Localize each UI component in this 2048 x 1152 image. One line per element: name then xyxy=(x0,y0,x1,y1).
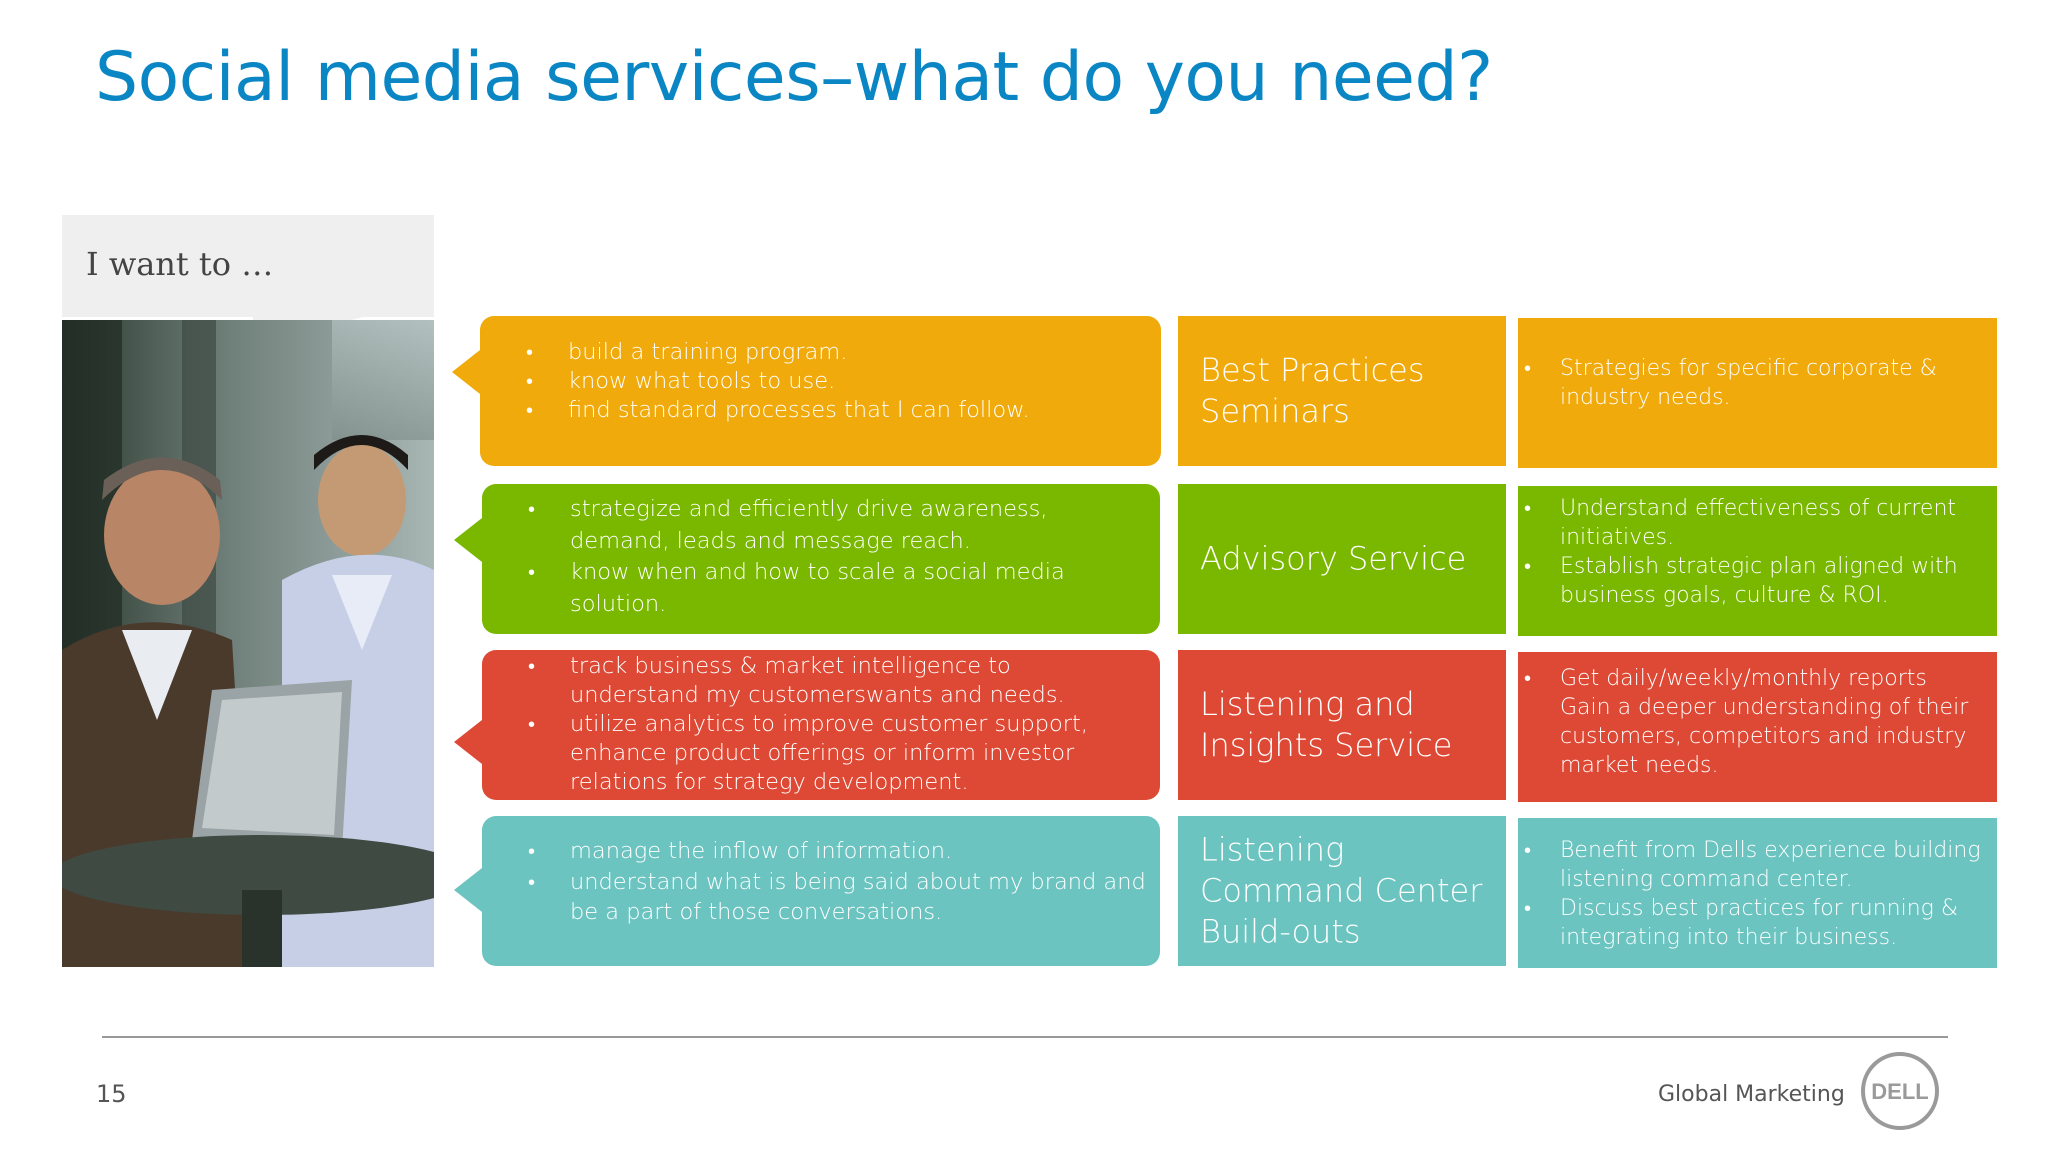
footer-label: Global Marketing xyxy=(1658,1082,1845,1107)
details-card-1: Strategies for specific corporate & indu… xyxy=(1518,318,1997,468)
needs-list: strategize and efficiently drive awarene… xyxy=(528,494,1146,620)
service-card-4: Listening Command Center Build-outs xyxy=(1178,816,1506,966)
needs-card-3: track business & market intelligence to … xyxy=(454,650,1160,800)
needs-list: manage the inflow of information. unders… xyxy=(528,836,1146,928)
needs-card-tail xyxy=(454,868,482,912)
needs-list: track business & market intelligence to … xyxy=(528,652,1146,797)
service-card-2: Advisory Service xyxy=(1178,484,1506,634)
speech-bubble-label: I want to … xyxy=(86,245,274,283)
list-item: know when and how to scale a social medi… xyxy=(528,557,1146,620)
needs-card-tail xyxy=(452,350,480,394)
service-name: Listening and Insights Service xyxy=(1200,685,1453,764)
list-item: Understand effectiveness of current init… xyxy=(1524,494,1983,552)
details-list: Understand effectiveness of current init… xyxy=(1524,494,1983,610)
page-number: 15 xyxy=(96,1080,127,1108)
page-title: Social media services–what do you need? xyxy=(95,38,1493,117)
list-item: build a training program. xyxy=(526,338,1147,367)
needs-card-tail xyxy=(454,518,482,562)
footer-divider xyxy=(102,1036,1948,1038)
service-card-3: Listening and Insights Service xyxy=(1178,650,1506,800)
list-item: Benefit from Dells experience building l… xyxy=(1524,836,1983,894)
details-list: Get daily/weekly/monthly reports Gain a … xyxy=(1524,664,1983,780)
svg-text:DELL: DELL xyxy=(1871,1079,1928,1104)
list-item: find standard processes that I can follo… xyxy=(526,396,1147,425)
business-people-photo xyxy=(62,320,434,967)
service-name: Listening Command Center Build-outs xyxy=(1200,830,1483,951)
list-item: Get daily/weekly/monthly reports Gain a … xyxy=(1524,664,1983,780)
list-item: strategize and efficiently drive awarene… xyxy=(528,494,1146,557)
needs-list: build a training program. know what tool… xyxy=(526,338,1147,425)
needs-card-4: manage the inflow of information. unders… xyxy=(454,816,1160,966)
details-card-2: Understand effectiveness of current init… xyxy=(1518,486,1997,636)
service-card-1: Best Practices Seminars xyxy=(1178,316,1506,466)
list-item: Discuss best practices for running & int… xyxy=(1524,894,1983,952)
list-item: understand what is being said about my b… xyxy=(528,867,1146,928)
needs-card-2: strategize and efficiently drive awarene… xyxy=(454,484,1160,634)
service-name: Advisory Service xyxy=(1200,539,1467,578)
list-item: track business & market intelligence to … xyxy=(528,652,1146,710)
list-item: know what tools to use. xyxy=(526,367,1147,396)
list-item: utilize analytics to improve customer su… xyxy=(528,710,1146,797)
needs-card-tail xyxy=(454,720,482,764)
needs-card-1: build a training program. know what tool… xyxy=(452,316,1161,466)
dell-logo: DELL xyxy=(1860,1051,1940,1131)
list-item: Strategies for specific corporate & indu… xyxy=(1524,354,1983,412)
details-card-3: Get daily/weekly/monthly reports Gain a … xyxy=(1518,652,1997,802)
list-item: Establish strategic plan aligned with bu… xyxy=(1524,552,1983,610)
details-list: Benefit from Dells experience building l… xyxy=(1524,836,1983,952)
service-name: Best Practices Seminars xyxy=(1200,351,1425,430)
speech-bubble: I want to … xyxy=(62,215,434,317)
details-card-4: Benefit from Dells experience building l… xyxy=(1518,818,1997,968)
list-item: manage the inflow of information. xyxy=(528,836,1146,867)
details-list: Strategies for specific corporate & indu… xyxy=(1524,354,1983,412)
